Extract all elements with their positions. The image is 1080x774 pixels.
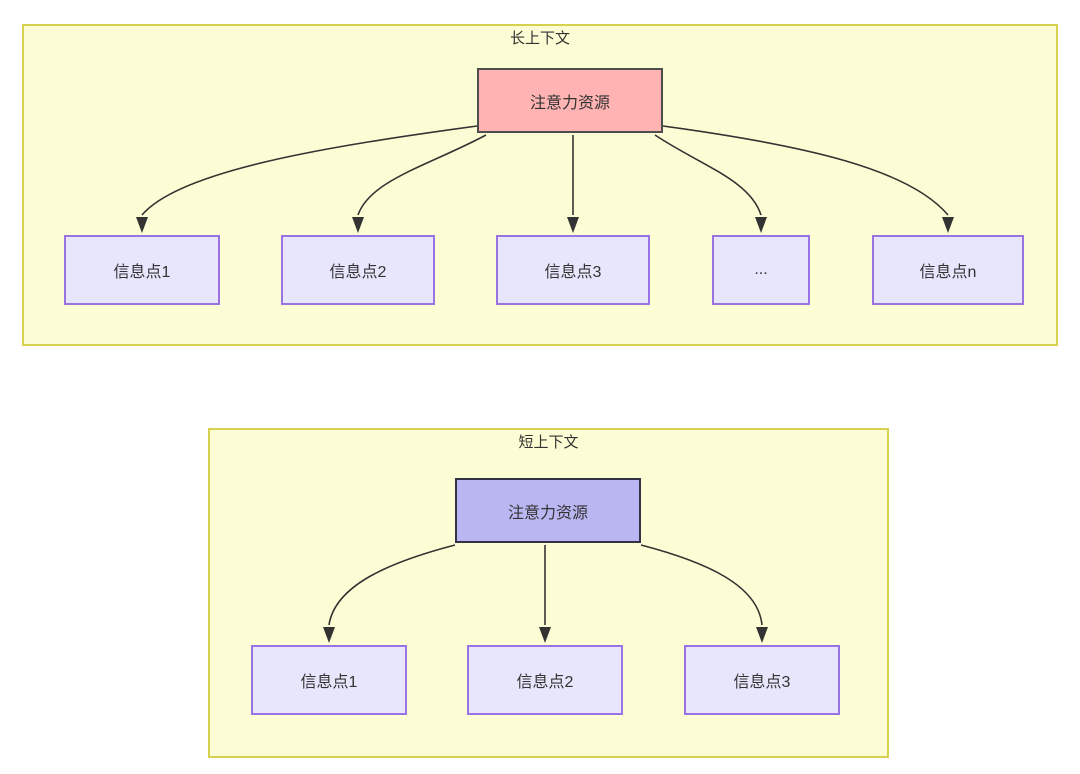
node-info-point-1-long[interactable]: 信息点1 (64, 235, 220, 305)
node-info-point-1-short[interactable]: 信息点1 (251, 645, 407, 715)
node-attention-resource-long[interactable]: 注意力资源 (477, 68, 663, 133)
group-long-context-title: 长上下文 (509, 30, 570, 47)
node-info-point-3-long[interactable]: 信息点3 (496, 235, 650, 305)
node-info-point-3-short[interactable]: 信息点3 (684, 645, 840, 715)
node-info-point-ellipsis-long[interactable]: ... (712, 235, 810, 305)
node-attention-resource-short[interactable]: 注意力资源 (455, 478, 641, 543)
node-info-point-n-long[interactable]: 信息点n (872, 235, 1024, 305)
group-short-context-title: 短上下文 (518, 434, 579, 451)
node-info-point-2-short[interactable]: 信息点2 (467, 645, 623, 715)
node-info-point-2-long[interactable]: 信息点2 (281, 235, 435, 305)
